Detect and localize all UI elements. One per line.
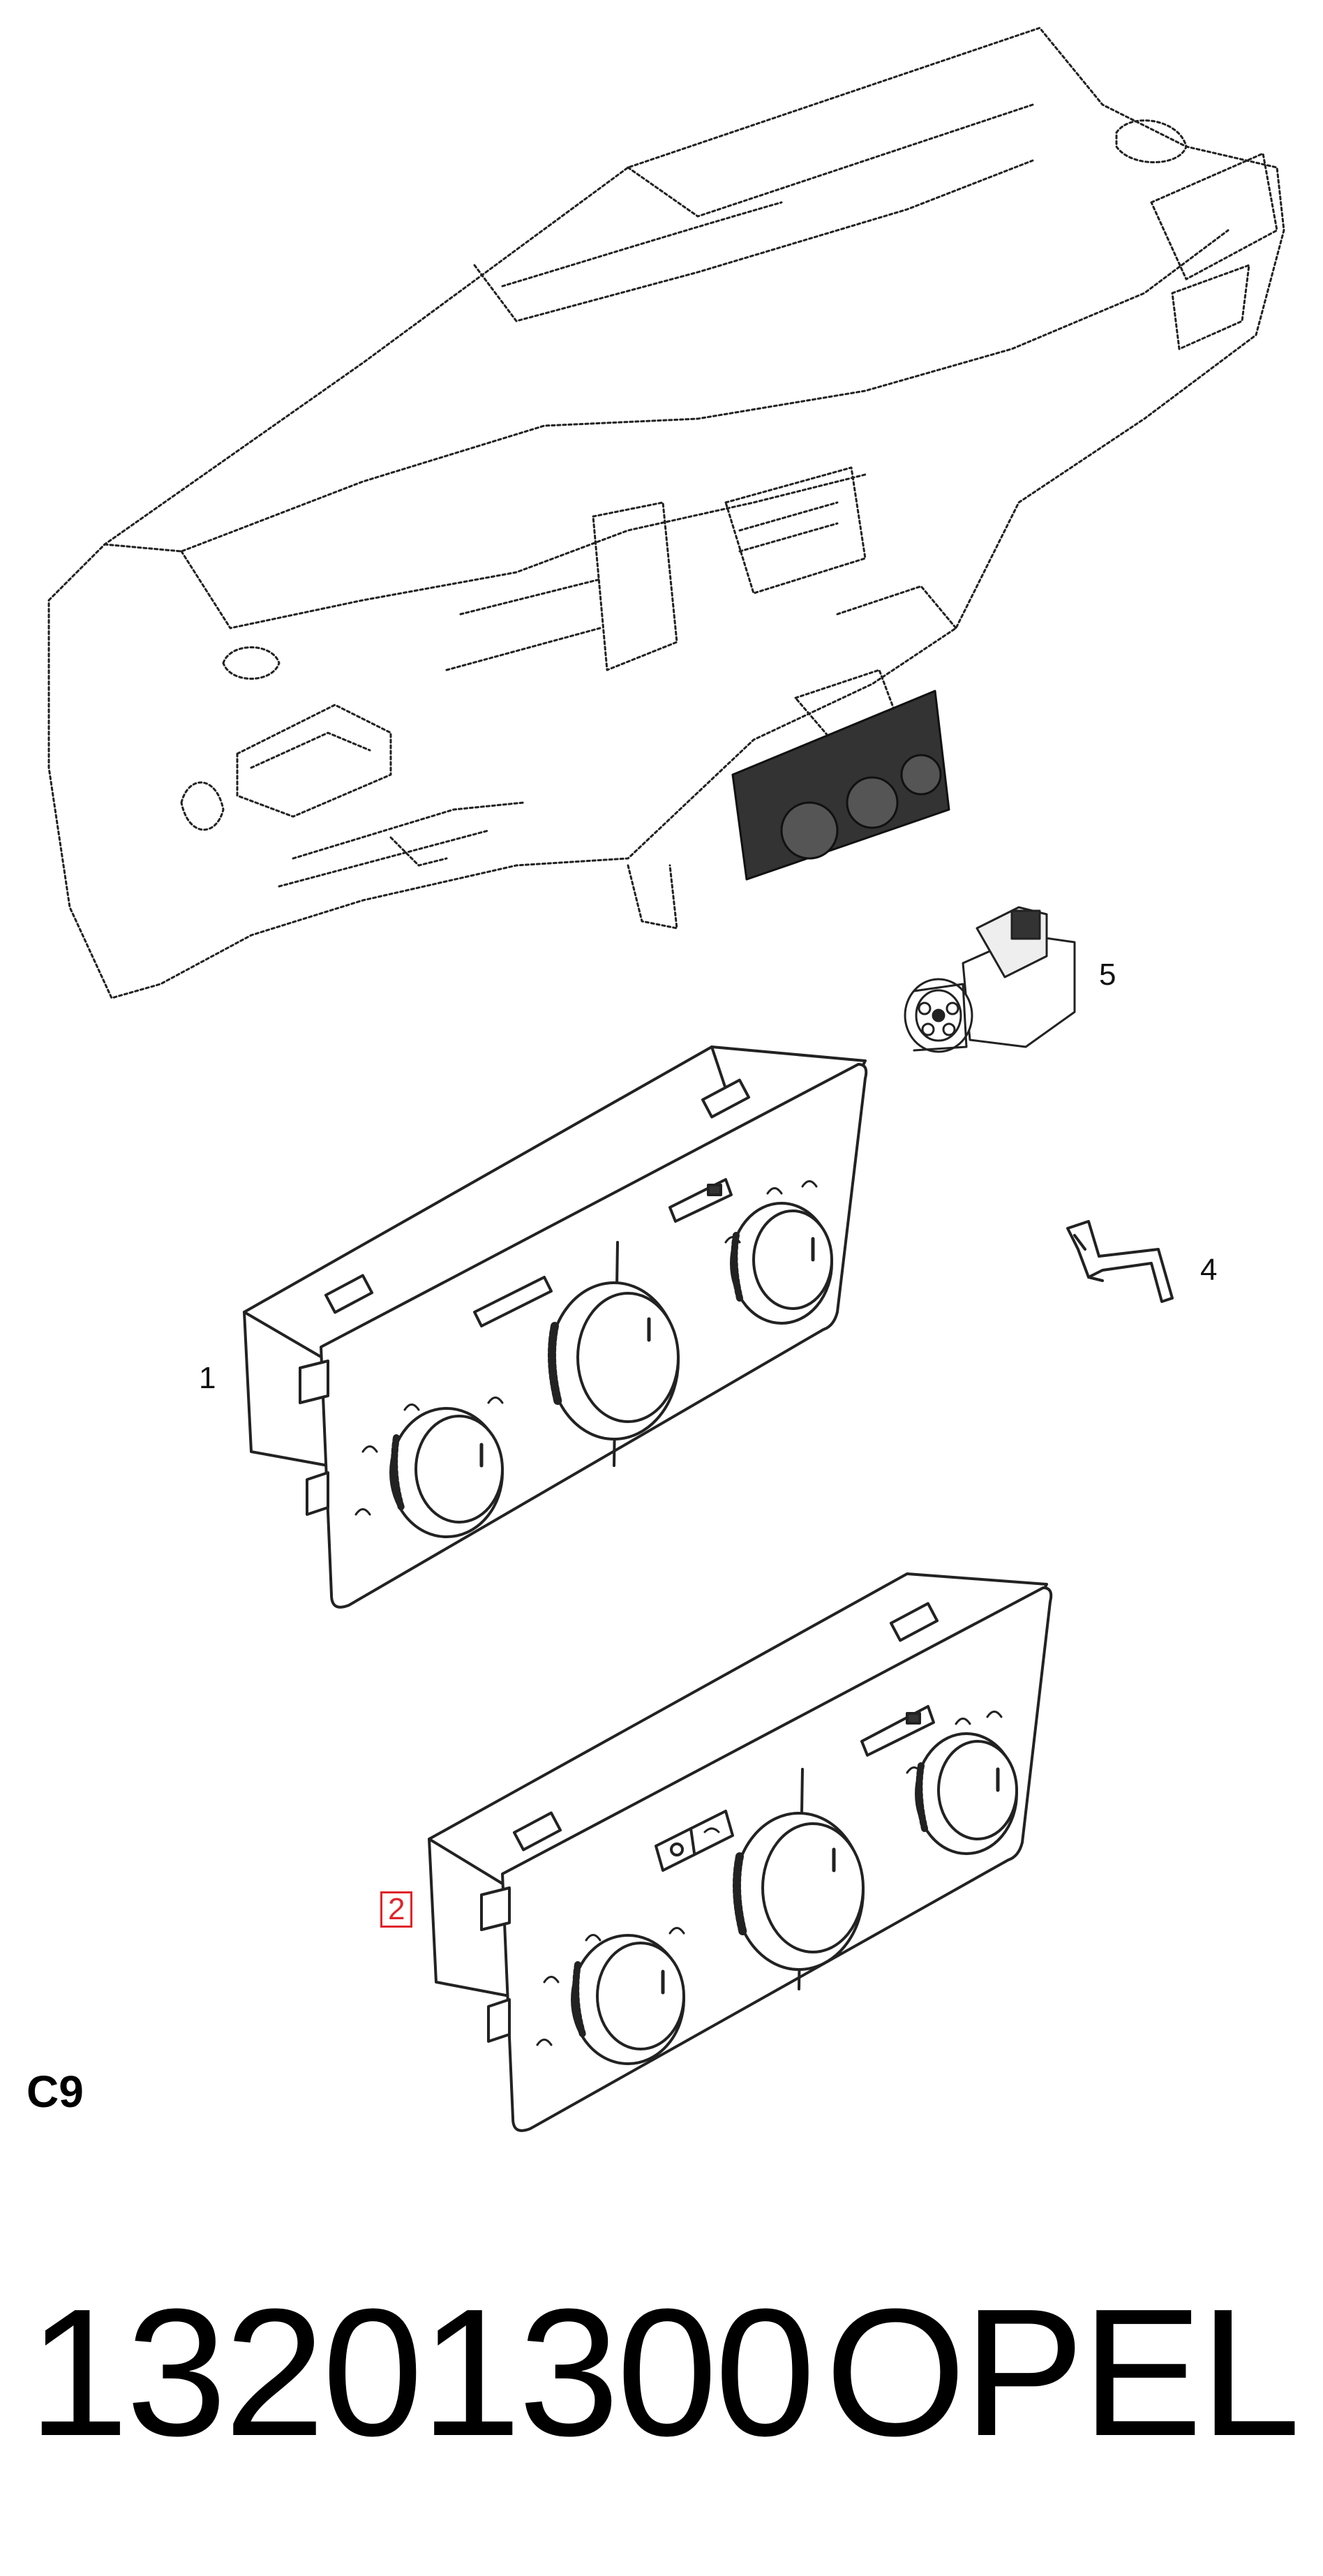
part-5-switch: [904, 906, 1076, 1053]
part-1-knob-right: [730, 1202, 833, 1325]
footer: 13201300 OPEL: [28, 2272, 1301, 2474]
dashboard-outline: [47, 27, 1285, 999]
callout-1: 1: [199, 1361, 216, 1395]
dashboard-climate-module: [731, 690, 950, 881]
part-1-knob-center: [548, 1281, 680, 1440]
part-2-knob-left: [571, 1934, 685, 2065]
part-2-control-panel: [428, 1572, 1053, 2132]
part-1-control-panel: [243, 1045, 868, 1609]
callout-5: 5: [1099, 958, 1116, 992]
part-2-knob-center: [733, 1812, 865, 1971]
brand-name: OPEL: [825, 2272, 1301, 2474]
callout-2[interactable]: 2: [380, 1891, 413, 1928]
callout-4: 4: [1200, 1253, 1218, 1287]
section-code: C9: [27, 2067, 84, 2117]
part-2-knob-right: [915, 1732, 1018, 1855]
part-1-knob-left: [389, 1407, 504, 1538]
part-number: 13201300: [28, 2272, 816, 2474]
part-4-bracket: [1066, 1220, 1174, 1303]
